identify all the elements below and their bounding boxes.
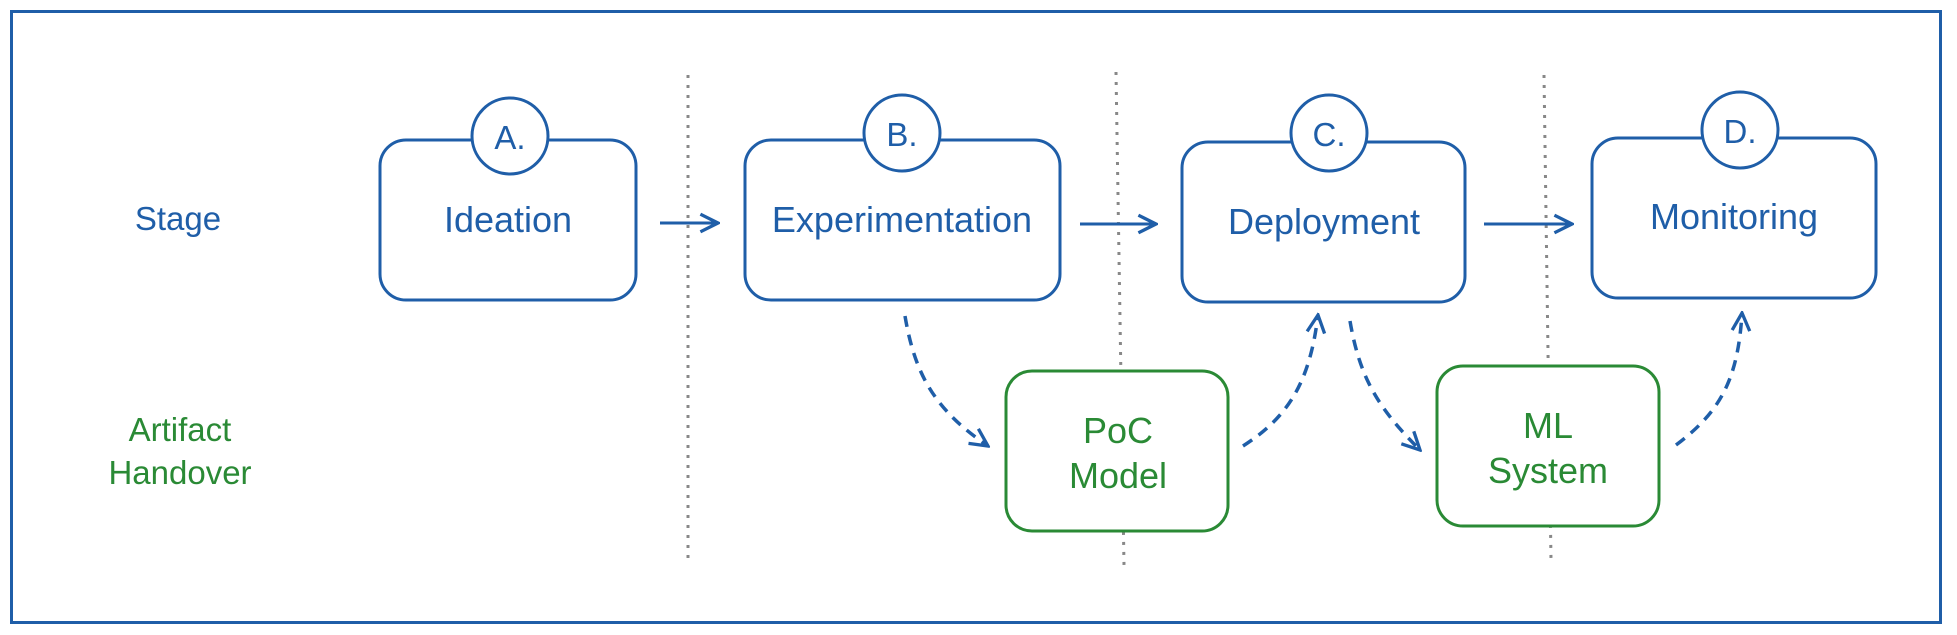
artifact-label-line1: PoC <box>1083 410 1153 451</box>
stage-label: Ideation <box>444 199 572 240</box>
stage-box-experimentation: B. Experimentation <box>743 93 1062 302</box>
stage-badge: A. <box>494 119 525 156</box>
arrow-c-to-ml <box>1348 320 1420 450</box>
stage-badge: B. <box>886 116 917 153</box>
arrow-poc-to-c <box>1242 315 1318 448</box>
artifact-label-line2: System <box>1488 450 1608 491</box>
artifact-label-line1: ML <box>1523 405 1573 446</box>
stage-label: Experimentation <box>772 199 1032 240</box>
row-label-stage: Stage <box>135 200 221 237</box>
stage-box-deployment: C. Deployment <box>1180 93 1467 304</box>
stage-box-ideation: A. Ideation <box>378 96 638 302</box>
arrow-b-to-poc <box>903 315 988 446</box>
artifact-label-line2: Model <box>1069 455 1167 496</box>
stage-badge: C. <box>1313 116 1346 153</box>
diagram-frame <box>10 10 1942 624</box>
artifact-box-ml-system: ML System <box>1435 364 1661 528</box>
stage-label: Deployment <box>1228 201 1420 242</box>
stage-label: Monitoring <box>1650 196 1818 237</box>
arrow-ml-to-d <box>1674 313 1742 447</box>
row-label-artifact-line2: Handover <box>108 454 251 491</box>
stage-badge: D. <box>1724 113 1757 150</box>
divider-3 <box>1542 74 1553 561</box>
artifact-box-poc-model: PoC Model <box>1004 369 1230 533</box>
row-label-artifact-line1: Artifact <box>129 411 232 448</box>
stage-box-monitoring: D. Monitoring <box>1590 90 1878 300</box>
